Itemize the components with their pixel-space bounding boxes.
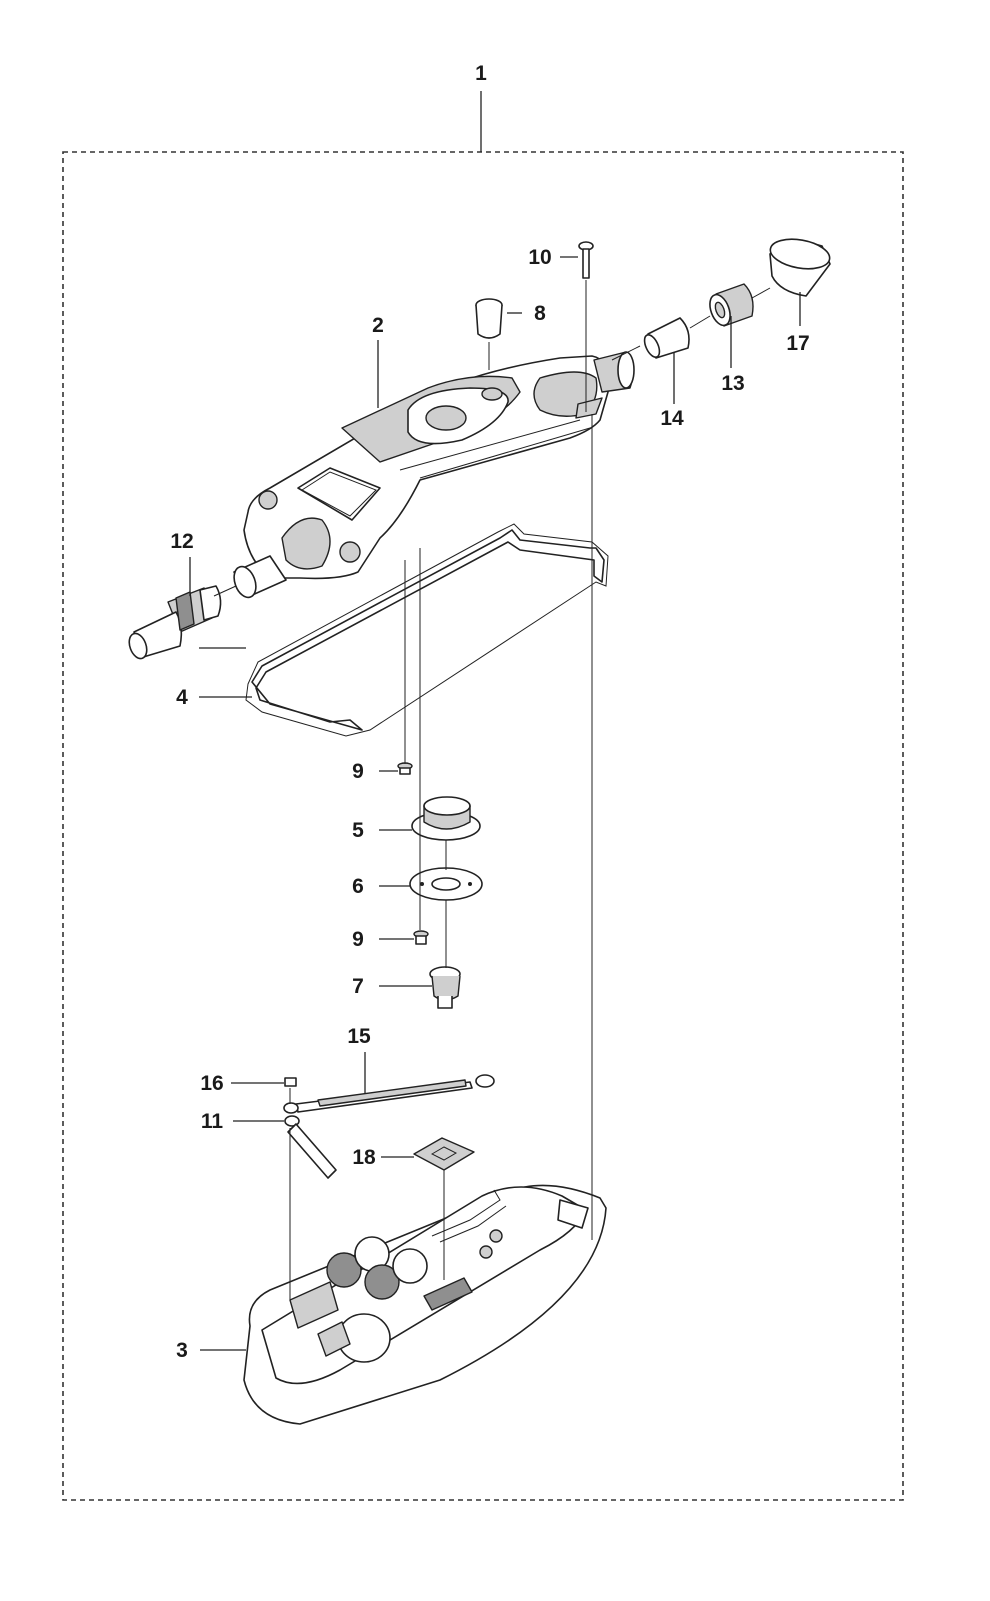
part-3-lower-housing (243, 1184, 607, 1425)
callout-labels: 1 2 3 4 5 6 7 8 9 9 10 11 12 13 14 15 16… (170, 62, 809, 1362)
callout-3: 3 (176, 1339, 188, 1362)
part-13-cable-gland (709, 283, 754, 327)
part-5-cap-flange (411, 796, 481, 841)
part-7-switch (429, 966, 461, 1009)
part-14-sleeve (643, 317, 690, 359)
callout-9-lower: 9 (352, 928, 364, 951)
callout-1: 1 (475, 62, 487, 85)
callout-5: 5 (352, 819, 364, 842)
callout-8: 8 (534, 302, 546, 325)
part-9-screw-lower (413, 930, 429, 945)
part-4-gasket (245, 523, 609, 737)
callout-7: 7 (352, 975, 364, 998)
part-2-upper-cover (233, 351, 635, 599)
callout-9-upper: 9 (352, 760, 364, 783)
callout-17: 17 (786, 332, 809, 355)
callout-13: 13 (721, 372, 744, 395)
part-18-tie-mount (413, 1137, 475, 1171)
part-15-cable (283, 1074, 495, 1114)
part-8-plug (475, 298, 503, 339)
callout-4: 4 (176, 686, 188, 709)
part-9-screw-upper (397, 762, 413, 775)
callout-6: 6 (352, 875, 364, 898)
part-10-screw (578, 241, 594, 279)
callout-12: 12 (170, 530, 193, 553)
part-12-cable-connector (128, 585, 222, 660)
part-16-screw (284, 1077, 297, 1087)
callout-16: 16 (200, 1072, 223, 1095)
assembly-boundary-dashed (62, 151, 904, 1501)
callout-10: 10 (528, 246, 551, 269)
callout-2: 2 (372, 314, 384, 337)
part-17-ring (769, 238, 831, 297)
callout-11: 11 (201, 1110, 224, 1133)
callout-15: 15 (347, 1025, 371, 1048)
part-6-gasket-plate (409, 867, 483, 901)
callout-18: 18 (352, 1146, 376, 1169)
part-11-terminal (284, 1115, 337, 1179)
callout-14: 14 (660, 407, 684, 430)
leader-lines (189, 91, 801, 1351)
